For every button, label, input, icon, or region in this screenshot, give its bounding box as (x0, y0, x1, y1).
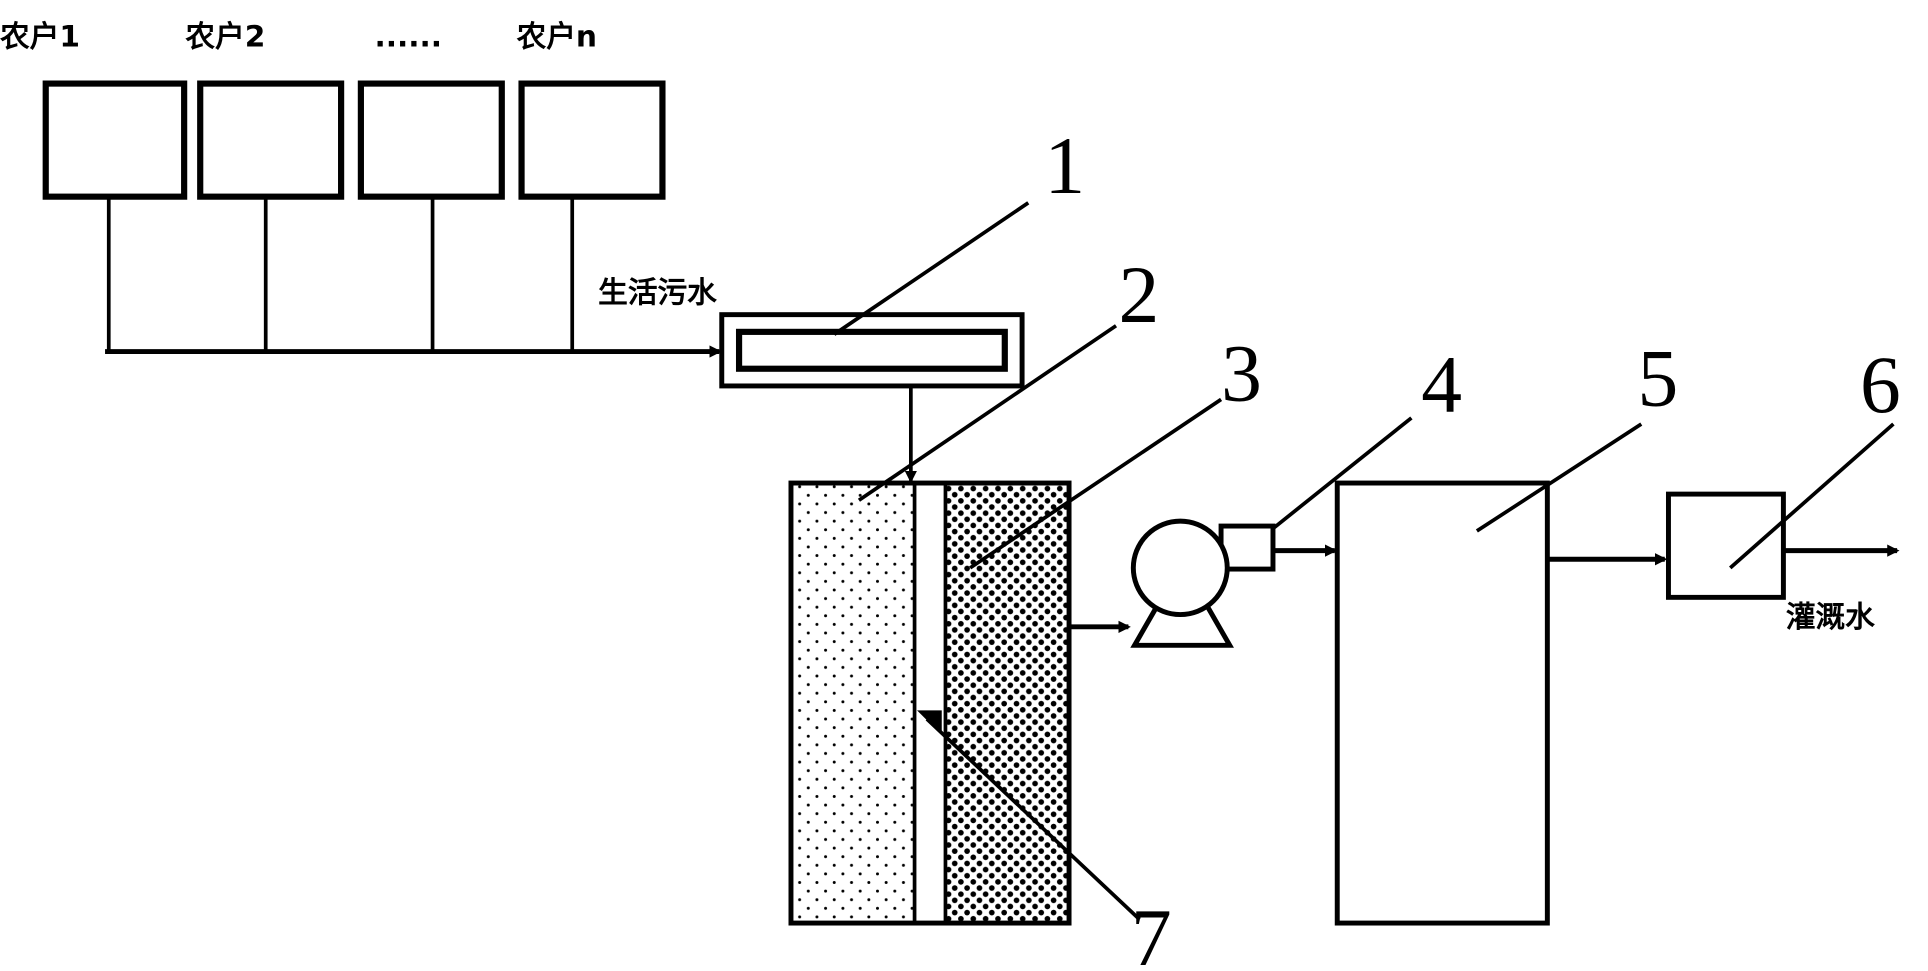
household-label-n: 农户n (516, 20, 597, 54)
number-1: 1 (1044, 121, 1085, 211)
component-3-media (945, 483, 1070, 924)
tank-outline (788, 480, 1072, 926)
component-1-grille (719, 312, 1025, 389)
number-5: 5 (1638, 334, 1679, 424)
irrigation-label: 灌溉水 (1786, 600, 1875, 634)
household-label-2: 农户2 (184, 20, 265, 54)
number-7: 7 (1131, 893, 1172, 971)
leader-lines (833, 201, 1895, 921)
number-6: 6 (1860, 340, 1901, 430)
number-4: 4 (1421, 340, 1462, 430)
household-box-3 (357, 80, 505, 200)
collection-pipes (105, 196, 722, 358)
household-box-n (518, 80, 666, 200)
component-6-unit (1665, 491, 1786, 600)
sewage-label: 生活污水 (598, 275, 717, 309)
household-label-ellipsis: ...... (374, 20, 442, 54)
component-1-inner (735, 328, 1008, 372)
component-5-tank (1334, 480, 1550, 926)
component-4-pump (1130, 518, 1276, 648)
household-label-1: 农户1 (0, 20, 80, 54)
number-3: 3 (1221, 329, 1262, 419)
number-2: 2 (1118, 250, 1159, 340)
household-box-1 (42, 80, 188, 200)
household-box-2 (197, 80, 345, 200)
component-2-media (790, 483, 915, 924)
